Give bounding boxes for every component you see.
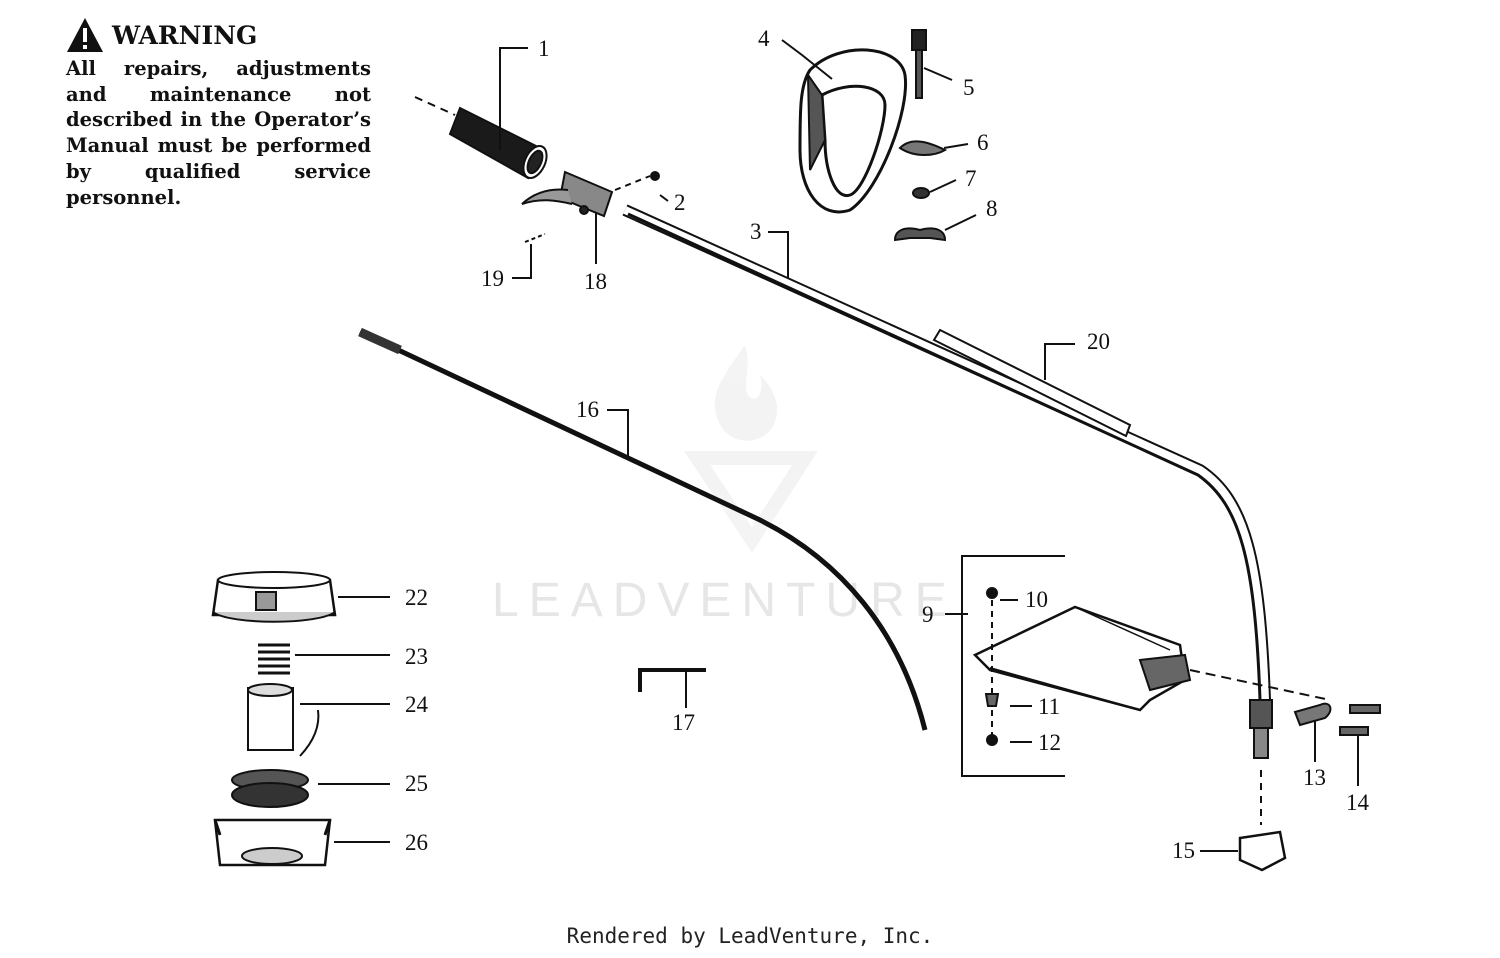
callout-16: 16: [576, 397, 599, 422]
callout-6: 6: [977, 130, 989, 155]
part-5-bolt: [911, 29, 927, 99]
part-9-shield-group: [961, 555, 1192, 777]
callout-8: 8: [986, 196, 998, 221]
part-22-cap: [211, 571, 337, 623]
part-16-cable: [358, 327, 928, 731]
callout-23: 23: [405, 644, 428, 669]
callout-15: 15: [1172, 838, 1195, 863]
callout-11: 11: [1038, 694, 1060, 719]
callout-24: 24: [405, 692, 429, 717]
callout-20: 20: [1087, 329, 1110, 354]
watermark-logo: [683, 345, 818, 553]
callout-10: 10: [1025, 587, 1048, 612]
callout-12: 12: [1038, 730, 1061, 755]
callout-3: 3: [750, 219, 762, 244]
callout-17: 17: [672, 710, 695, 735]
callout-22: 22: [405, 585, 428, 610]
callout-19: 19: [481, 266, 504, 291]
part-20-strip: [932, 328, 1132, 438]
part-3-shaft: [622, 204, 1273, 759]
warning-triangle-icon: [67, 18, 103, 52]
part-4-handle: [798, 48, 908, 214]
warning-block: WARNING All repairs, adjustments and mai…: [66, 14, 371, 210]
warning-text: All repairs, adjustments and maintenance…: [66, 57, 371, 209]
watermark-text: LEADVENTURE: [492, 574, 957, 627]
callout-1: 1: [538, 36, 550, 61]
callout-13: 13: [1303, 765, 1326, 790]
callout-labels: 1 2 3 4 5 6 7 8 9 10 11 12 13 14 15 16 1…: [405, 26, 1370, 863]
callout-25: 25: [405, 771, 428, 796]
callout-9: 9: [922, 602, 934, 627]
callout-4: 4: [758, 26, 770, 51]
callout-18: 18: [584, 269, 607, 294]
callout-2: 2: [674, 190, 686, 215]
callout-26: 26: [405, 830, 428, 855]
part-18-throttle: [521, 170, 614, 218]
callout-5: 5: [963, 75, 975, 100]
part-26-housing: [213, 818, 332, 867]
callout-7: 7: [965, 166, 977, 191]
warning-title: WARNING: [112, 20, 258, 50]
part-1-grip: [448, 106, 548, 180]
callout-14: 14: [1346, 790, 1370, 815]
footer-credit: Rendered by LeadVenture, Inc.: [566, 924, 934, 948]
